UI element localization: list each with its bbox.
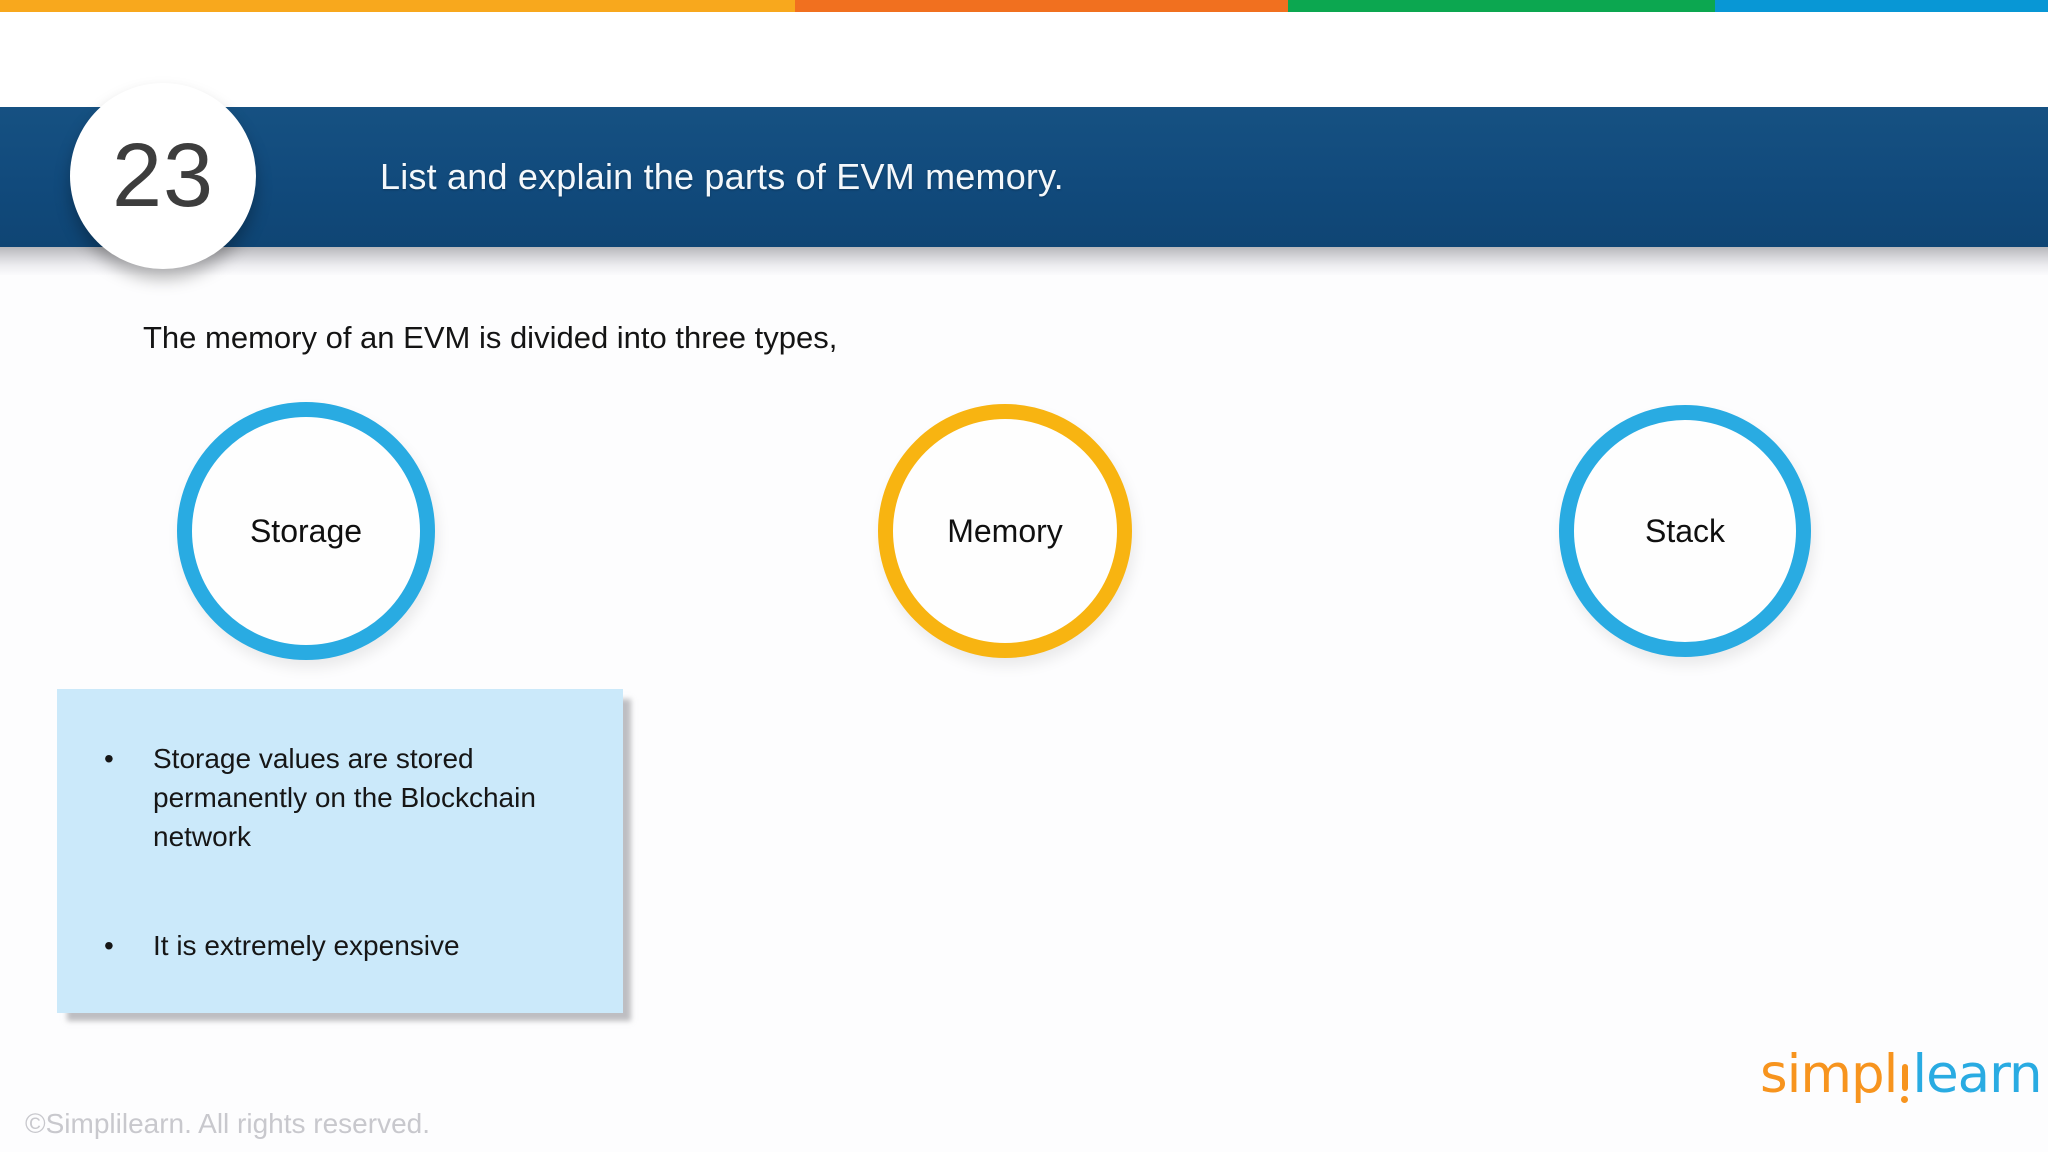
question-band-shadow (0, 247, 2048, 275)
storage-info-item: • Storage values are stored permanently … (104, 739, 573, 856)
question-number-badge: 23 (70, 83, 256, 269)
copyright-text: ©Simplilearn. All rights reserved. (25, 1108, 431, 1139)
storage-info-item-text: Storage values are stored permanently on… (153, 743, 536, 852)
storage-circle: Storage (177, 402, 435, 660)
simplilearn-logo: simpl learn (1760, 1044, 2043, 1108)
logo-text-learn: learn (1912, 1044, 2042, 1105)
storage-info-list: • Storage values are stored permanently … (57, 739, 593, 965)
logo-i-icon (1901, 1064, 1909, 1103)
logo-text-simpl: simpl (1760, 1044, 1898, 1105)
storage-info-box: • Storage values are stored permanently … (57, 689, 623, 1013)
brand-bar-yellow-segment (0, 0, 795, 12)
brand-bar-green-segment (1288, 0, 1715, 12)
question-number: 23 (111, 125, 215, 226)
stack-circle-label: Stack (1644, 512, 1726, 549)
storage-info-item: • It is extremely expensive (104, 926, 573, 965)
brand-bar-blue-segment (1715, 0, 2048, 12)
question-title: List and explain the parts of EVM memory… (380, 156, 1064, 197)
bullet-icon: • (104, 743, 114, 774)
bullet-icon: • (104, 930, 114, 961)
brand-bar-orange-segment (795, 0, 1288, 12)
logo-i-bar (1901, 1064, 1908, 1091)
logo-i-dot (1901, 1096, 1909, 1103)
storage-info-item-text: It is extremely expensive (153, 930, 460, 961)
stack-circle: Stack (1559, 405, 1811, 657)
intro-text: The memory of an EVM is divided into thr… (143, 320, 838, 355)
storage-circle-label: Storage (249, 512, 363, 549)
top-brand-bar (0, 0, 2048, 12)
memory-circle: Memory (878, 404, 1132, 658)
header-white-gap (0, 12, 2048, 107)
question-band (0, 107, 2048, 247)
memory-circle-label: Memory (947, 512, 1063, 549)
